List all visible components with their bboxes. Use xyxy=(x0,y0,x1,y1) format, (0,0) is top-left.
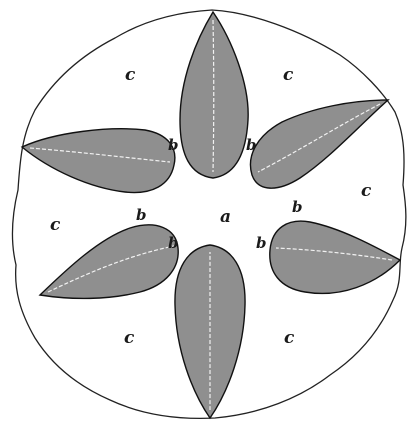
label-c-left: c xyxy=(50,215,61,235)
label-c-bottom-right: c xyxy=(284,328,295,348)
label-b-upper-right: b xyxy=(246,136,257,154)
label-b-upper-left: b xyxy=(168,136,179,154)
label-c-right: c xyxy=(361,181,372,201)
label-b-lower-left: b xyxy=(168,234,179,252)
label-c-top-right: c xyxy=(283,65,294,85)
label-b-left: b xyxy=(136,206,147,224)
label-b-right: b xyxy=(292,198,303,216)
label-b-lower-right: b xyxy=(256,234,267,252)
label-a-center: a xyxy=(220,207,231,227)
label-c-bottom-left: c xyxy=(124,328,135,348)
label-c-top-left: c xyxy=(125,65,136,85)
